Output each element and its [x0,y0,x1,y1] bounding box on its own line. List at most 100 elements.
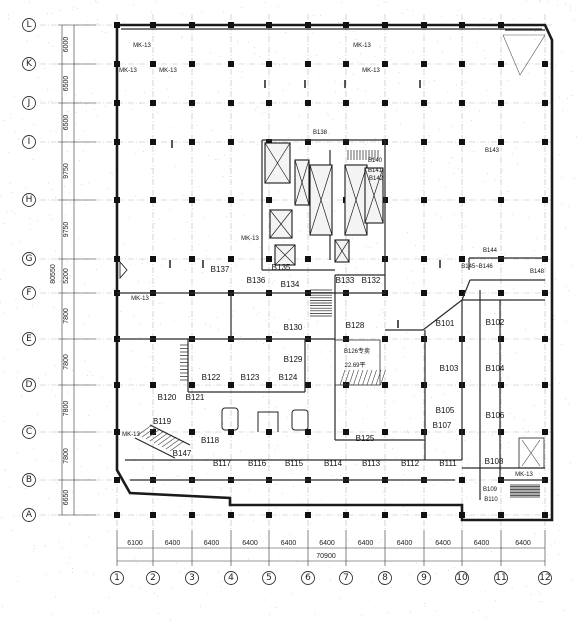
dimension-span-y: 7800 [63,448,70,464]
dimension-span-x: 6400 [319,540,335,547]
room-label: B145~B146 [461,264,493,270]
grid-bubble-c [22,425,36,439]
grid-label-y: B [26,475,32,485]
room-label: B144 [483,248,498,254]
grid-label-x: 10 [456,573,468,583]
room-label: B108 [485,457,504,466]
dimension-span-x: 6400 [397,540,413,547]
dimension-chain-horizontal [116,530,546,566]
grid-bubble-2 [146,571,160,585]
room-label: B101 [436,319,455,328]
mk-tag: MK-13 [131,296,149,302]
grid-bubble-d [22,378,36,392]
room-label: B118 [201,436,220,445]
grid-bubble-l [22,18,36,32]
grid-bubble-a [22,508,36,522]
dimension-total-x: 70900 [316,553,336,560]
room-label: B116 [248,459,267,468]
mk-tag: MK-13 [353,43,371,49]
grid-label-x: 8 [382,573,388,583]
dimension-span-x: 6400 [515,540,531,547]
room-label: B124 [279,373,298,382]
grid-label-y: J [27,98,31,108]
structural-columns [114,22,548,518]
room-label: B134 [281,280,300,289]
grid-bubble-11 [494,571,508,585]
grid-bubble-12 [538,571,552,585]
room-label: B106 [486,411,505,420]
mk-tag: MK-13 [362,68,380,74]
grid-bubble-9 [417,571,431,585]
dimension-span-x: 6400 [242,540,258,547]
room-label: B117 [213,459,232,468]
room-label: B115 [285,459,304,468]
mk-tag: MK-13 [122,432,140,438]
room-label: B114 [324,459,343,468]
room-label: B119 [153,417,172,426]
room-label: B104 [486,364,505,373]
mk-tag: MK-13 [119,68,137,74]
grid-bubble-7 [339,571,353,585]
grid-bubble-1 [110,571,124,585]
room-label: B137 [211,265,230,274]
mk-tag: MK-13 [241,236,259,242]
room-label: B120 [158,393,177,402]
room-label: B112 [401,459,420,468]
dimension-span-y: 7800 [63,401,70,417]
room-label: B111 [439,459,457,468]
grid-label-x: 11 [495,573,506,583]
dimension-span-y: 6500 [63,115,70,131]
grid-bubble-i [22,135,36,149]
room-label: B130 [284,323,303,332]
grid-bubble-b [22,473,36,487]
room-label: B138 [313,130,328,136]
grid-bubble-5 [262,571,276,585]
markers [119,80,441,328]
grid-bubble-10 [455,571,469,585]
fixtures [221,34,546,469]
room-label: B110 [484,497,498,503]
grid-label-y: E [26,334,32,344]
room-label: B113 [362,459,381,468]
exterior-walls [115,23,554,522]
room-label: B135 [272,263,291,272]
room-label: B148 [530,269,545,275]
room-label: B129 [284,355,303,364]
dimension-span-x: 6400 [435,540,451,547]
room-label: B133 [336,276,355,285]
dimension-span-y: 6500 [63,76,70,92]
interior-partitions [117,29,545,500]
grid-bubble-e [22,332,36,346]
dimension-span-y: 9750 [63,163,70,179]
room-label: B126专卖 [344,347,370,355]
room-label: B141 [368,168,383,174]
grid-label-x: 2 [150,573,156,583]
dimension-span-x: 6400 [165,540,181,547]
escalator [134,424,191,459]
dimension-span-y: 6000 [63,37,70,53]
room-label: B128 [346,321,365,330]
grid-label-y: L [26,20,31,30]
grid-bubble-6 [301,571,315,585]
grid-label-x: 9 [421,573,427,583]
dimension-span-y: 7800 [63,354,70,370]
mk-tag: MK-13 [515,472,533,478]
mk-tag: MK-13 [133,43,151,49]
room-label: B147 [173,449,192,458]
grid-bubble-h [22,193,36,207]
dimension-span-y: 7800 [63,308,70,324]
grid-bubble-g [22,252,36,266]
grid-bubble-8 [378,571,392,585]
room-label: B121 [186,393,205,402]
room-label: B140 [368,158,383,164]
dimension-span-x: 6400 [204,540,220,547]
room-label: B103 [440,364,459,373]
grid-label-y: H [26,195,33,205]
grid-label-x: 7 [343,573,349,583]
dimension-chain-vertical [58,24,96,516]
grid-label-y: F [26,288,31,298]
